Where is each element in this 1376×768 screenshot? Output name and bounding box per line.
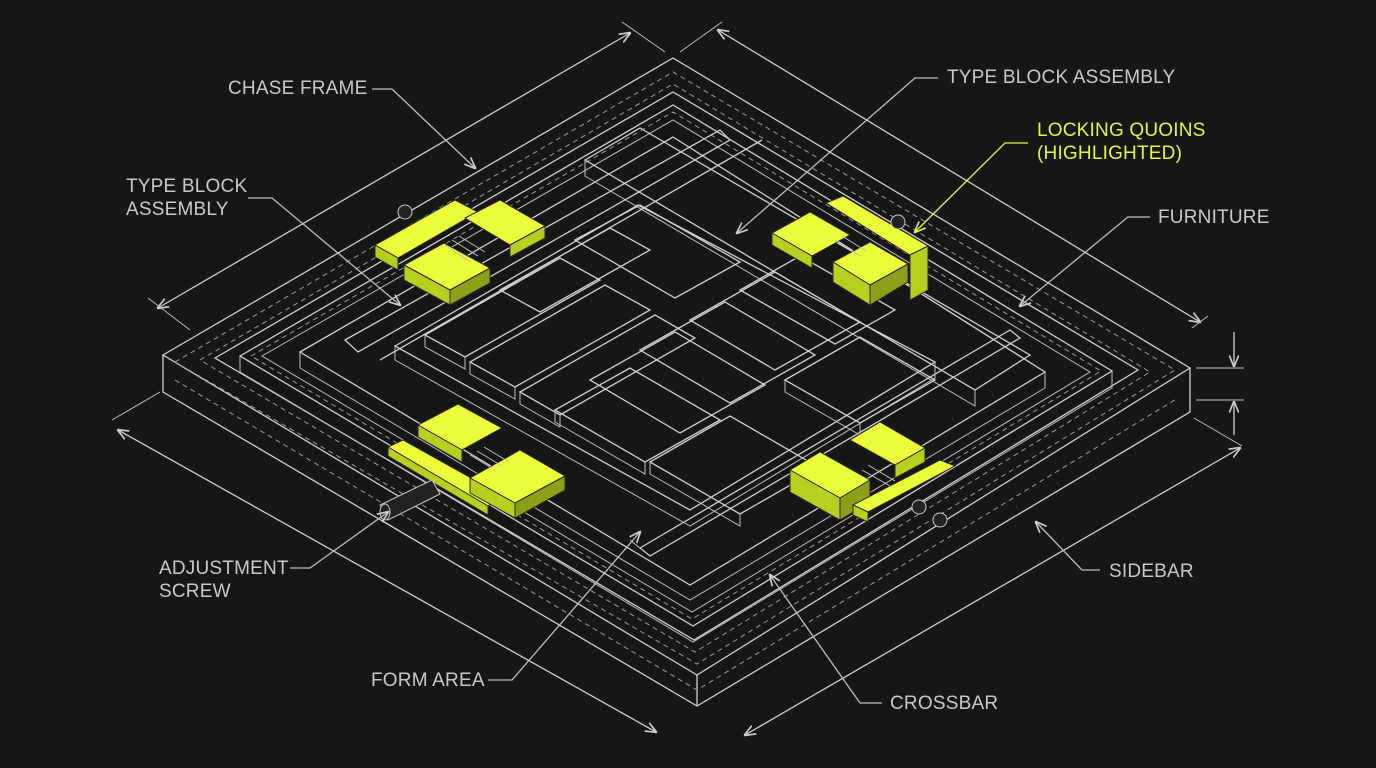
locking-quoin-bottom-left: [379, 403, 567, 521]
furniture-ring: [238, 104, 1114, 643]
label-type-block-assembly-top: TYPE BLOCK ASSEMBLY: [947, 67, 1176, 88]
locking-quoin-bottom-right: [789, 421, 957, 528]
leader-lines: [248, 77, 1150, 704]
dimension-lines: [111, 21, 1244, 735]
label-sidebar: SIDEBAR: [1109, 561, 1194, 582]
label-chase-frame: CHASE FRAME: [228, 78, 368, 99]
label-crossbar: CROSSBAR: [890, 693, 999, 714]
label-locking-quoins-highlighted: (HIGHLIGHTED): [1037, 143, 1183, 164]
label-adjustment-screw-1: ADJUSTMENT: [159, 558, 289, 579]
chase-frame-outline: [161, 57, 1192, 707]
label-locking-quoins: LOCKING QUOINS: [1037, 120, 1206, 141]
label-type-block-assembly-left-2: ASSEMBLY: [126, 199, 229, 220]
label-furniture: FURNITURE: [1158, 207, 1270, 228]
locking-quoin-top-left: [373, 199, 547, 306]
label-type-block-assembly-left-1: TYPE BLOCK: [126, 176, 248, 197]
label-adjustment-screw-2: SCREW: [159, 581, 231, 602]
label-form-area: FORM AREA: [371, 670, 485, 691]
